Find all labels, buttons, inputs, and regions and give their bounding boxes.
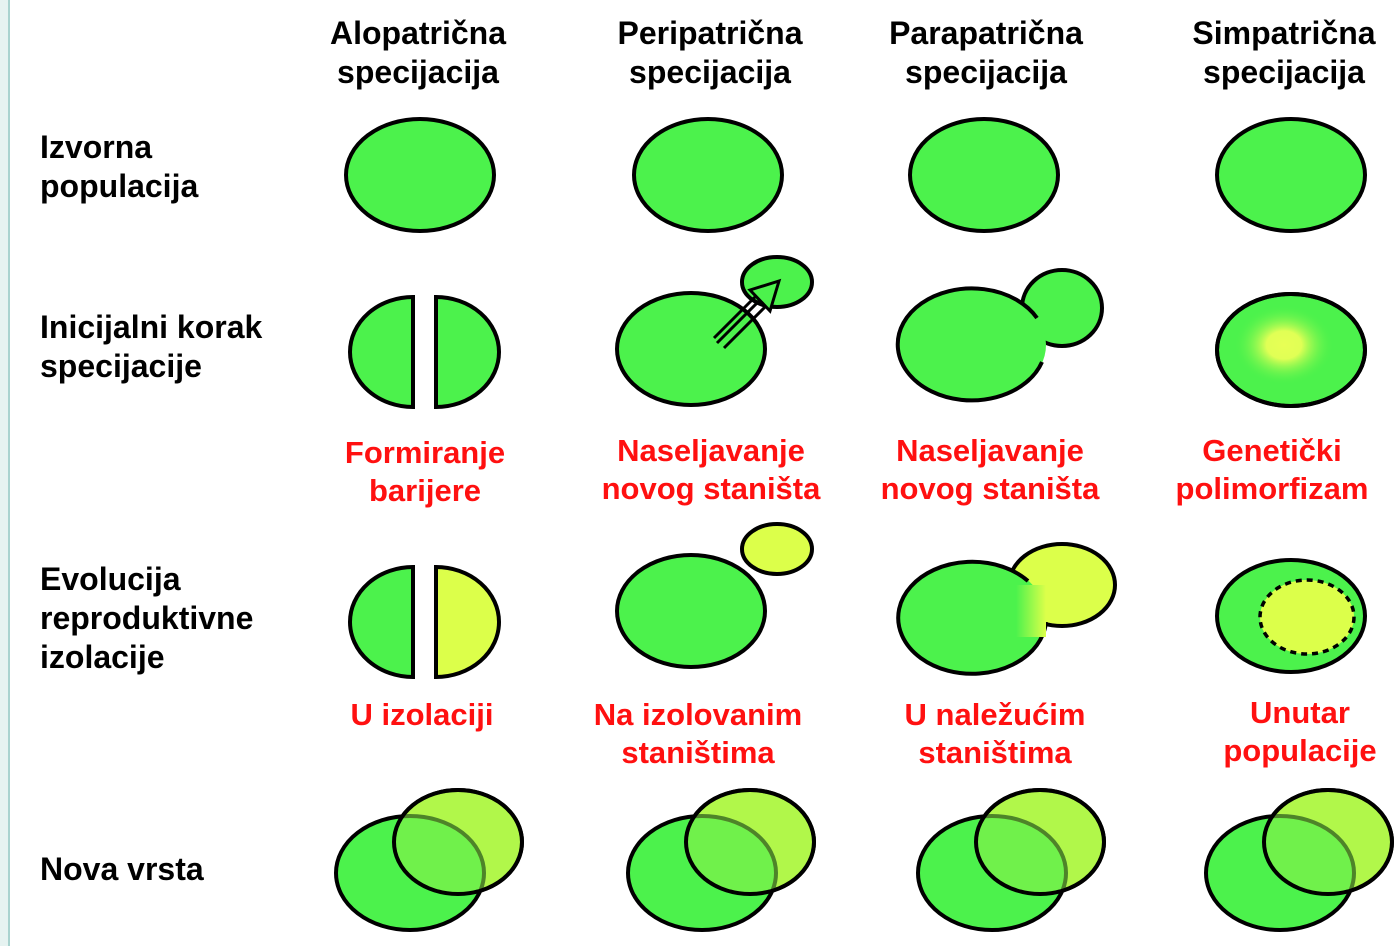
new-species-pair bbox=[918, 790, 1104, 930]
diagram-artwork bbox=[10, 0, 1398, 946]
isolated-right-half bbox=[436, 567, 499, 677]
diagram-canvas: Alopatrična specijacija Peripatrična spe… bbox=[8, 0, 1398, 946]
polymorphism-glow bbox=[1234, 305, 1334, 385]
new-species-pair bbox=[628, 790, 814, 930]
new-species-pair bbox=[336, 790, 522, 930]
population-ellipse bbox=[634, 119, 782, 231]
population-ellipse bbox=[346, 119, 494, 231]
subpopulation-dashed-ellipse bbox=[1260, 580, 1354, 654]
population-ellipse bbox=[1217, 119, 1365, 231]
population-ellipse bbox=[910, 119, 1058, 231]
population-ellipse bbox=[617, 555, 765, 667]
split-population-right-half bbox=[436, 297, 499, 407]
hybrid-zone-blend bbox=[1016, 585, 1046, 637]
diverged-colonist-ellipse bbox=[742, 524, 812, 574]
split-population-left-half bbox=[350, 297, 413, 407]
new-species-pair bbox=[1206, 790, 1392, 930]
isolated-left-half bbox=[350, 567, 413, 677]
